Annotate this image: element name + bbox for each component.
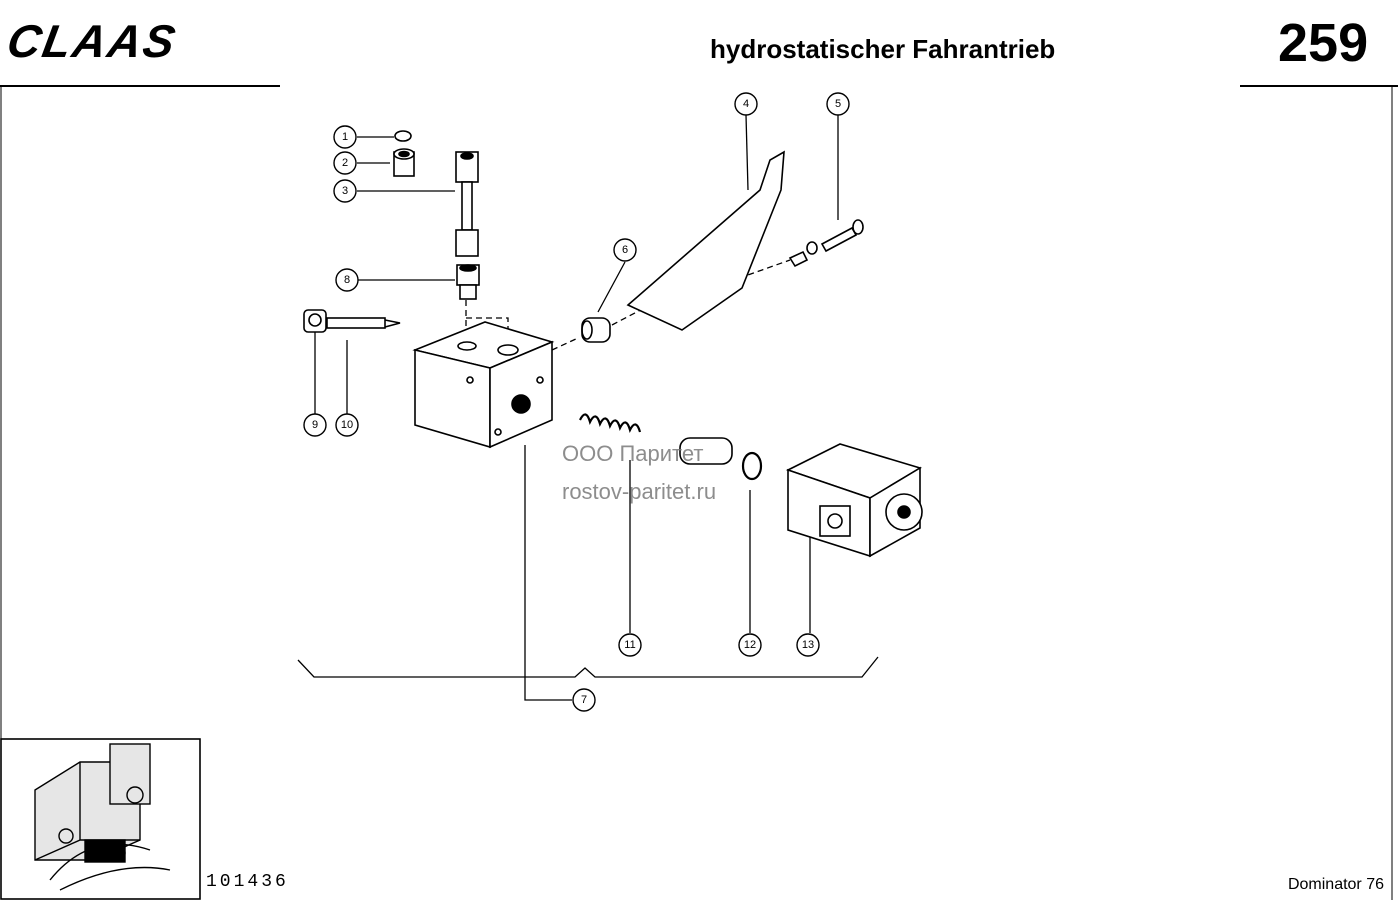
part-6-spacer: [581, 317, 611, 343]
part-10-throttle-screw: [326, 317, 401, 329]
callout-label: 2: [342, 157, 348, 169]
model-label: Dominator 76: [1287, 876, 1384, 893]
inset-location-sketch: [34, 743, 171, 891]
callout-label: 12: [744, 639, 756, 651]
callout-label: 3: [342, 185, 348, 197]
part-13-solenoid-valve: [785, 443, 923, 558]
part-3-connecting-pipe: [455, 151, 479, 257]
watermark-website: rostov-paritet.ru: [562, 479, 717, 504]
page-title: hydrostatischer Fahrantrieb: [710, 34, 1056, 64]
callout-bubbles: [303, 92, 850, 712]
part-9-plug: [303, 309, 327, 333]
callout-label: 6: [622, 244, 628, 256]
callout-label: 13: [802, 639, 814, 651]
leader-lines: [297, 114, 879, 701]
part-12-o-ring: [741, 451, 763, 481]
inset-frame: [0, 738, 201, 900]
part-8-fitting: [456, 264, 480, 300]
part-5-bolt: [788, 219, 864, 268]
callout-label: 8: [344, 274, 350, 286]
callout-label: 10: [341, 419, 353, 431]
part-7-valve-block: [412, 321, 555, 449]
callout-label: 1: [342, 131, 348, 143]
part-1-nut: [394, 130, 412, 142]
part-11-spring: [579, 413, 642, 434]
callout-label: 11: [624, 639, 635, 651]
part-4-holder-plate: [626, 150, 785, 331]
piston: [679, 437, 733, 465]
part-2-bush: [393, 148, 415, 177]
callout-label: 5: [835, 98, 841, 110]
watermark-company: ООО Паритет: [562, 441, 704, 466]
page-number: 259: [1278, 13, 1369, 73]
callout-label: 7: [581, 694, 587, 706]
callout-label: 4: [743, 98, 749, 110]
document-code: 101436: [206, 872, 289, 892]
callout-label: 9: [312, 419, 318, 431]
